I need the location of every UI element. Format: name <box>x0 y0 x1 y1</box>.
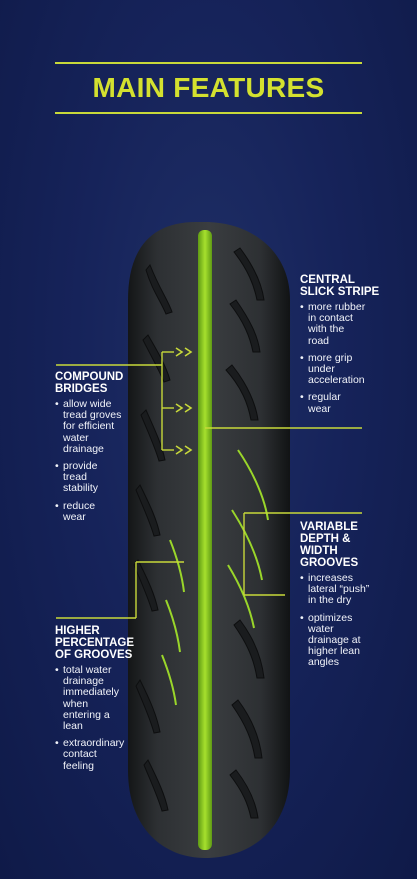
bullet-item: more rubber in contact with the road <box>300 301 379 347</box>
compound-bridge-markers <box>175 347 193 455</box>
feature-bullet-list: total water drainage immediately when en… <box>55 664 134 772</box>
feature-higher-percentage-of-grooves: HIGHER PERCENTAGE OF GROOVES total water… <box>55 625 134 778</box>
bullet-item: extraordinary contact feeling <box>55 738 134 772</box>
feature-variable-depth-width-grooves: VARIABLE DEPTH & WIDTH GROOVES increases… <box>300 521 369 675</box>
highlighted-grooves <box>161 449 269 706</box>
tread-grooves <box>133 247 265 819</box>
central-slick-stripe <box>198 230 212 850</box>
callout-lines <box>56 351 362 619</box>
feature-bullet-list: allow wide tread groves for efficient wa… <box>55 398 123 523</box>
bullet-item: total water drainage immediately when en… <box>55 664 134 732</box>
bullet-item: provide tread stability <box>55 460 123 495</box>
page-title: MAIN FEATURES <box>92 72 325 103</box>
feature-bullet-list: increases lateral “push” in the dry opti… <box>300 572 369 669</box>
bullet-item: more grip under acceleration <box>300 352 379 387</box>
top-divider <box>55 62 362 64</box>
feature-heading: COMPOUND BRIDGES <box>55 371 124 395</box>
bullet-item: regular wear <box>300 392 379 415</box>
bottom-divider <box>55 112 362 114</box>
bullet-item: optimizes water drainage at higher lean … <box>300 612 369 669</box>
feature-central-slick-stripe: CENTRAL SLICK STRIPE more rubber in cont… <box>300 274 379 421</box>
bullet-item: increases lateral “push” in the dry <box>300 572 369 607</box>
feature-heading: VARIABLE DEPTH & WIDTH GROOVES <box>300 521 359 569</box>
feature-heading: CENTRAL SLICK STRIPE <box>300 274 380 298</box>
feature-heading: HIGHER PERCENTAGE OF GROOVES <box>55 625 135 661</box>
feature-compound-bridges: COMPOUND BRIDGES allow wide tread groves… <box>55 371 123 529</box>
bullet-item: allow wide tread groves for efficient wa… <box>55 398 123 455</box>
feature-bullet-list: more rubber in contact with the road mor… <box>300 301 379 415</box>
bullet-item: reduce wear <box>55 500 123 523</box>
